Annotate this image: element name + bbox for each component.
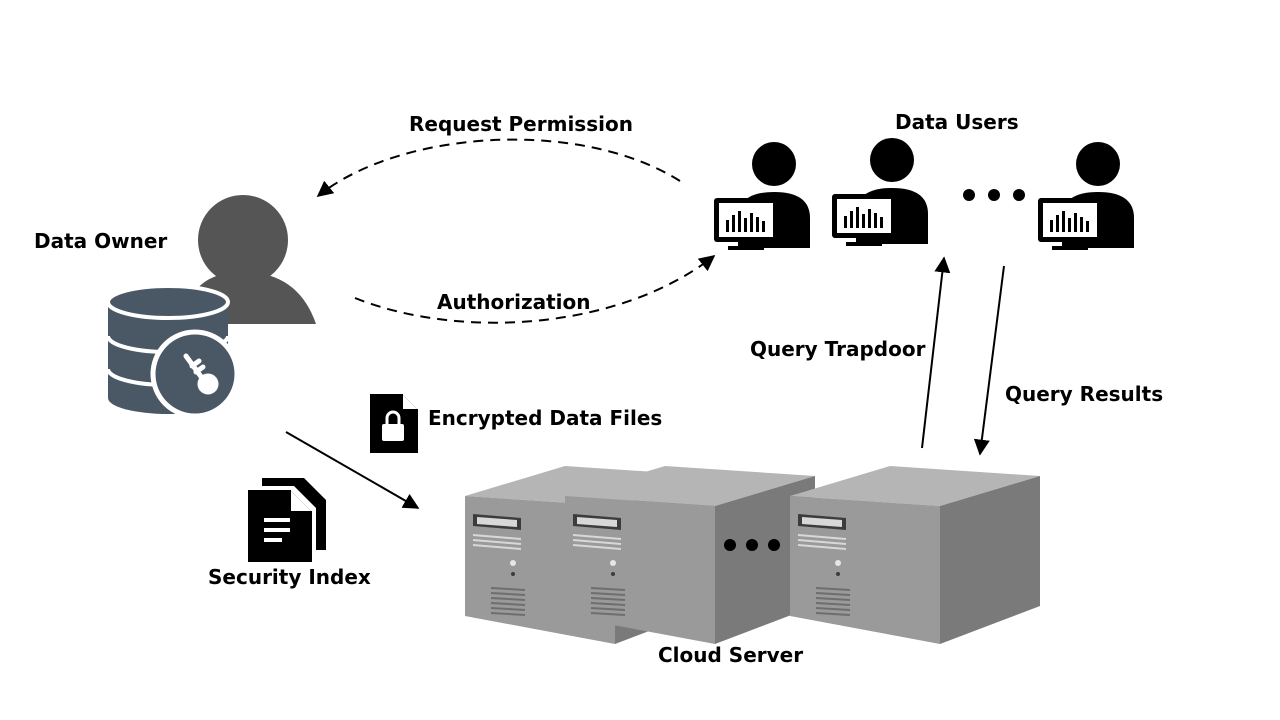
database-key-icon bbox=[106, 284, 240, 419]
upload-arrow bbox=[285, 431, 420, 509]
locked-file-icon bbox=[370, 394, 418, 453]
data-user-1-icon bbox=[714, 142, 810, 250]
query-trapdoor-arrow bbox=[921, 256, 951, 449]
server-3-icon bbox=[790, 466, 1041, 645]
document-stack-icon bbox=[248, 478, 326, 562]
request-permission-label: Request Permission bbox=[409, 112, 633, 136]
data-user-3-icon bbox=[1038, 142, 1134, 250]
more-users-ellipsis bbox=[963, 189, 1025, 201]
query-results-arrow bbox=[973, 265, 1005, 456]
authorization-arrow bbox=[354, 255, 716, 324]
query-trapdoor-label: Query Trapdoor bbox=[750, 337, 926, 361]
more-servers-ellipsis bbox=[724, 539, 780, 551]
data-users-label: Data Users bbox=[895, 110, 1019, 134]
security-index-label: Security Index bbox=[208, 565, 371, 589]
key-icon bbox=[183, 353, 219, 395]
data-owner-label: Data Owner bbox=[34, 229, 167, 253]
server-2-icon bbox=[565, 466, 816, 645]
request-permission-arrow bbox=[316, 138, 681, 198]
cloud-server-label: Cloud Server bbox=[658, 643, 803, 667]
query-results-label: Query Results bbox=[1005, 382, 1163, 406]
data-user-2-icon bbox=[832, 138, 928, 246]
encrypted-data-files-label: Encrypted Data Files bbox=[428, 406, 662, 430]
authorization-label: Authorization bbox=[437, 290, 591, 314]
